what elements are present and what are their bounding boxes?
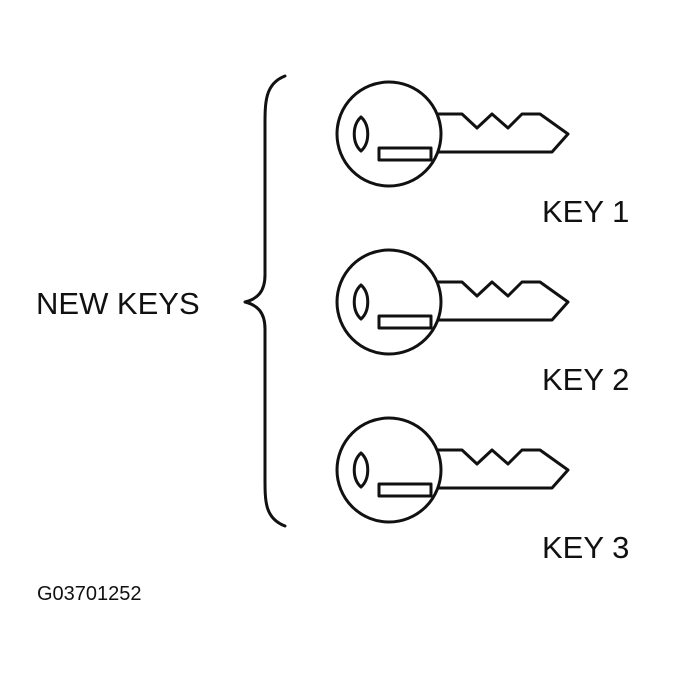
grouping-brace [243, 74, 287, 528]
key-3-icon [335, 416, 570, 524]
key-1-label: KEY 1 [542, 194, 629, 229]
group-label: NEW KEYS [36, 286, 200, 321]
key-2-label: KEY 2 [542, 362, 629, 397]
key-2: KEY 2 [335, 248, 629, 397]
key-3-label: KEY 3 [542, 530, 629, 565]
key-3: KEY 3 [335, 416, 629, 565]
figure-code: G03701252 [37, 583, 142, 605]
key-2-icon [335, 248, 570, 356]
key-1: KEY 1 [335, 80, 629, 229]
key-1-icon [335, 80, 570, 188]
